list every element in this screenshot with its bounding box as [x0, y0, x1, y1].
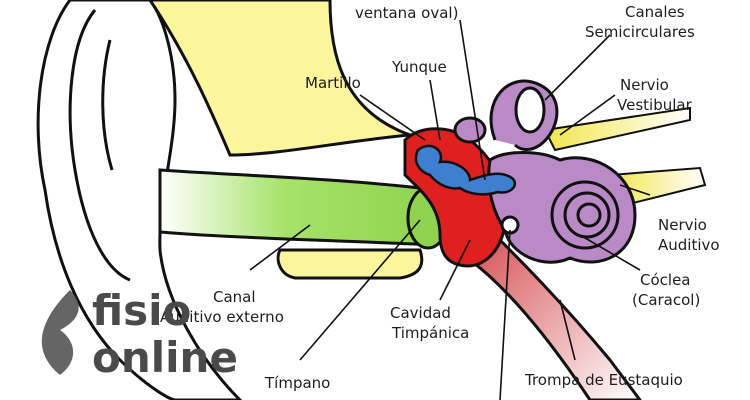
label-cavidad-1: Cavidad — [390, 304, 451, 322]
leader-lines — [249, 19, 651, 400]
logo-text-fisio: fisio — [92, 286, 191, 335]
label-timpano: Tímpano — [264, 374, 330, 392]
label-nervio-auditivo-1: Nervio — [658, 216, 707, 234]
label-trompa-eustaquio: Trompa de Eustaquio — [524, 371, 683, 389]
outer-ear — [36, 0, 243, 400]
label-canales-1: Canales — [625, 3, 685, 21]
label-yunque: Yunque — [391, 58, 447, 76]
eustachian-tube — [467, 227, 642, 400]
fisio-online-logo: fisio online — [41, 286, 238, 382]
nerves — [543, 106, 707, 207]
temporal-bone — [148, 0, 424, 280]
vestibular-nerve — [543, 106, 691, 152]
label-canales-2: Semicirculares — [585, 23, 695, 41]
flame-logo-icon — [41, 290, 79, 375]
label-coclea-2: (Caracol) — [632, 291, 700, 309]
label-martillo: Martillo — [305, 74, 361, 92]
label-canal-2: Auditivo externo — [160, 308, 284, 326]
label-canal-1: Canal — [213, 288, 256, 306]
label-cavidad-2: Timpánica — [391, 324, 469, 342]
label-coclea-1: Cóclea — [640, 271, 691, 289]
label-nervio-auditivo-2: Auditivo — [658, 236, 720, 254]
ossicles — [414, 144, 517, 196]
logo-text-online: online — [92, 333, 238, 382]
ear-canal — [158, 168, 450, 250]
label-nervio-vestibular-1: Nervio — [620, 76, 669, 94]
label-nervio-vestibular-2: Vestibular — [617, 96, 693, 114]
label-ventana-oval: ventana oval) — [355, 4, 458, 22]
labels: ventana oval) Canales Semicirculares Mar… — [160, 3, 720, 392]
inner-ear — [453, 79, 637, 264]
